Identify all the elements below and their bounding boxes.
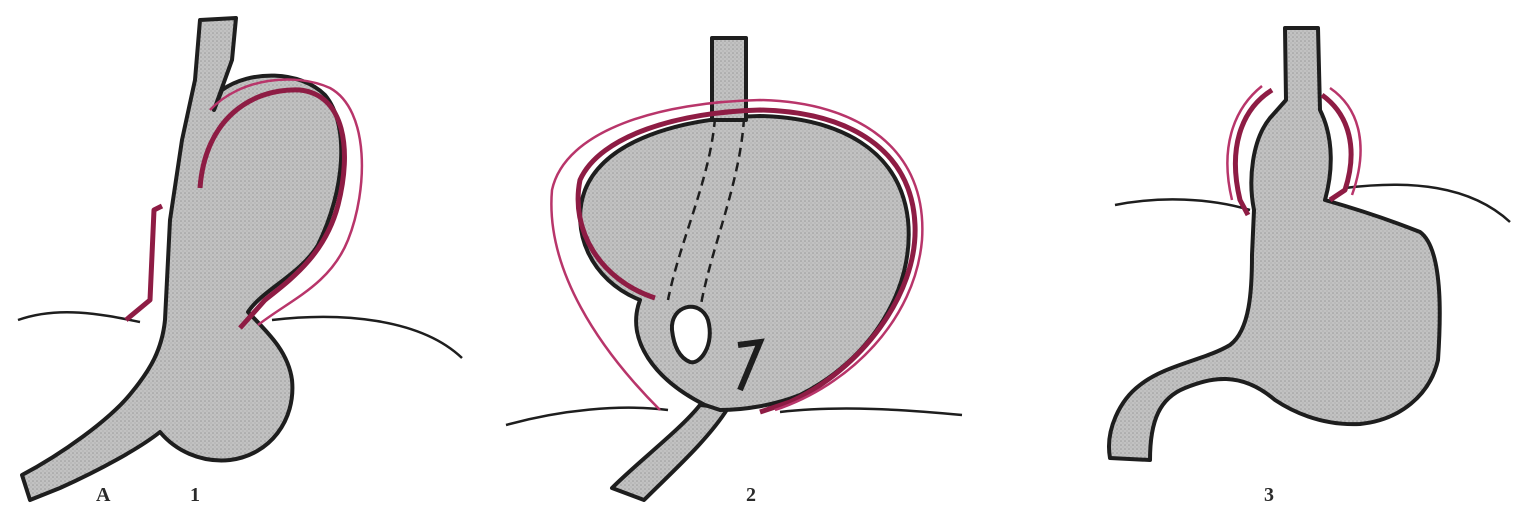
panel-2-esophagus: [712, 38, 746, 120]
panel-1-diaphragm-left: [18, 312, 140, 322]
panel-3-diaphragm-left: [1115, 199, 1250, 210]
panel-2-fold-loop: [672, 307, 710, 362]
panel-number-3: 3: [1264, 484, 1274, 507]
panel-1-left-sac: [126, 206, 162, 320]
panel-number-1: 1: [190, 484, 200, 507]
panel-1-diaphragm-right: [272, 317, 462, 358]
panel-2-stomach-lower: [612, 405, 728, 500]
panel-2-diaphragm-left: [506, 408, 668, 425]
panel-1-sliding-hernia: [18, 18, 462, 500]
panel-3-normal-stomach: [1109, 28, 1510, 460]
panel-2-paraesophageal-hernia: [506, 38, 962, 500]
panel-3-stomach: [1109, 28, 1440, 460]
panel-number-2: 2: [746, 484, 756, 507]
panel-2-stomach-hernia: [580, 116, 909, 410]
panel-2-diaphragm-right: [780, 409, 962, 415]
panel-letter-a: A: [96, 484, 110, 507]
